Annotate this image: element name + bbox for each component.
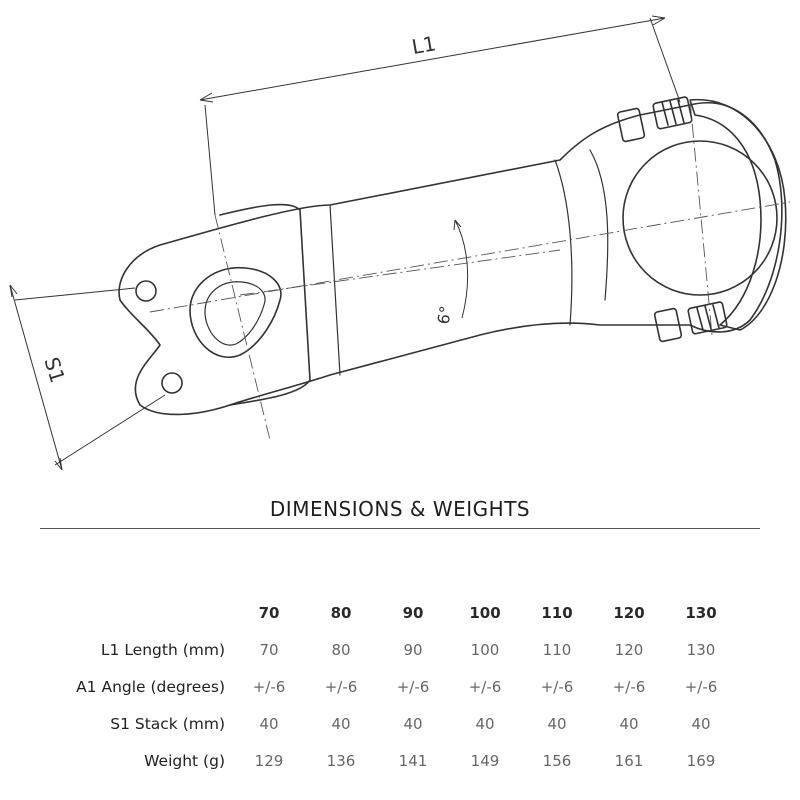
- size-column-header: 70: [258, 603, 280, 622]
- l1-label: L1: [410, 31, 438, 59]
- table-cell: +/-6: [252, 677, 286, 696]
- table-cell: 136: [326, 751, 356, 770]
- table-cell: 90: [403, 640, 423, 659]
- table-cell: 40: [331, 714, 351, 733]
- table-row: A1 Angle (degrees) +/-6 +/-6 +/-6 +/-6 +…: [40, 668, 737, 705]
- table-cell: 129: [254, 751, 284, 770]
- table-cell: +/-6: [396, 677, 430, 696]
- steerer-clamp-face: [219, 203, 311, 406]
- angle-arc: [454, 219, 469, 319]
- row-label: L1 Length (mm): [100, 640, 225, 659]
- faceplate-bolt-bottom: [653, 301, 728, 343]
- size-column-header: 90: [402, 603, 424, 622]
- steerer-bolt-bottom: [161, 372, 183, 394]
- stem-cutout: [189, 266, 282, 358]
- table-cell: 40: [403, 714, 423, 733]
- row-label: A1 Angle (degrees): [76, 677, 225, 696]
- header-spacer: [40, 594, 233, 631]
- table-cell: 40: [547, 714, 567, 733]
- steerer-bolt-top: [135, 280, 157, 302]
- table-cell: 40: [259, 714, 279, 733]
- table-cell: +/-6: [540, 677, 574, 696]
- table-cell: 40: [691, 714, 711, 733]
- faceplate: [689, 98, 787, 331]
- steerer-centreline: [214, 214, 271, 441]
- angle-reference-line: [239, 249, 561, 296]
- size-column-header: 110: [541, 603, 573, 622]
- table-cell: 141: [398, 751, 428, 770]
- section-heading: DIMENSIONS & WEIGHTS: [269, 497, 531, 521]
- table-cell: +/-6: [612, 677, 646, 696]
- bar-vertical-centreline: [689, 99, 713, 336]
- size-column-header: 100: [469, 603, 501, 622]
- s1-label: S1: [40, 354, 70, 385]
- table-cell: 80: [331, 640, 351, 659]
- table-cell: 70: [259, 640, 279, 659]
- stem-body-outline: [118, 102, 783, 416]
- heading-divider: [40, 528, 760, 529]
- size-column-header: 120: [613, 603, 645, 622]
- size-header-row: 70 80 90 100 110 120 130: [40, 594, 737, 631]
- table-row: Weight (g) 129 136 141 149 156 161 169: [40, 742, 737, 779]
- angle-label: 6°: [434, 304, 456, 325]
- l1-dimension-line: [199, 17, 666, 101]
- table-row: S1 Stack (mm) 40 40 40 40 40 40 40: [40, 705, 737, 742]
- table-cell: 169: [686, 751, 716, 770]
- table-cell: 130: [686, 640, 716, 659]
- table-cell: +/-6: [684, 677, 718, 696]
- dimensions-table: 70 80 90 100 110 120 130 L1 Length (mm) …: [40, 594, 737, 779]
- row-label: S1 Stack (mm): [110, 714, 225, 733]
- table-cell: 110: [542, 640, 572, 659]
- table-cell: 40: [475, 714, 495, 733]
- table-cell: +/-6: [324, 677, 358, 696]
- row-label: Weight (g): [144, 751, 225, 770]
- table-cell: 100: [470, 640, 500, 659]
- size-column-header: 80: [330, 603, 352, 622]
- size-column-header: 130: [685, 603, 717, 622]
- s1-dimension-line: [9, 284, 63, 471]
- bar-clamp-bore: [622, 140, 778, 296]
- stem-centreline: [149, 201, 791, 313]
- table-cell: 149: [470, 751, 500, 770]
- table-cell: 40: [619, 714, 639, 733]
- stem-technical-drawing: L1 S1 6°: [9, 15, 791, 471]
- table-cell: +/-6: [468, 677, 502, 696]
- table-cell: 161: [614, 751, 644, 770]
- table-row: L1 Length (mm) 70 80 90 100 110 120 130: [40, 631, 737, 668]
- faceplate-bolt-top: [616, 96, 693, 143]
- table-cell: 156: [542, 751, 572, 770]
- table-cell: 120: [614, 640, 644, 659]
